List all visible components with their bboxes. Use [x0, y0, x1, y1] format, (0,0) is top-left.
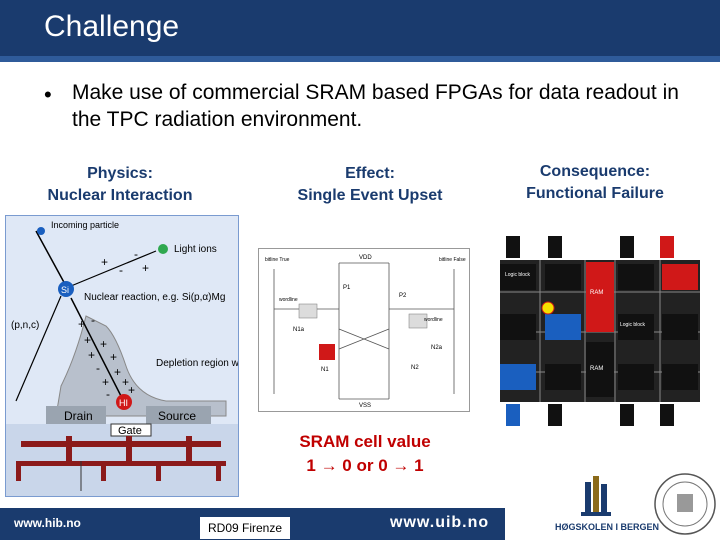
metal-lines — [16, 436, 226, 491]
p1-label: P1 — [343, 285, 351, 291]
slide-title: Challenge — [44, 10, 180, 43]
light-ions-label: Light ions — [174, 244, 217, 255]
vss-label: VSS — [359, 403, 371, 409]
secondary-track — [15, 295, 62, 402]
fpga-diagram: Logic block Logic block RAM RAM — [500, 232, 700, 428]
vdd-label: VDD — [359, 255, 372, 261]
logo-area — [505, 470, 720, 540]
n1a-label: N1a — [293, 327, 305, 333]
svg-text:+: + — [100, 337, 107, 351]
svg-text:+: + — [102, 375, 109, 389]
nuclear-interaction-figure: Drain Source Gate Incoming particle Ligh… — [6, 216, 279, 496]
source-region — [146, 406, 211, 424]
n1-label: N1 — [321, 367, 329, 373]
svg-text:-: - — [91, 313, 95, 327]
svg-text:+: + — [84, 333, 91, 347]
depletion-label: Depletion region with funnel — [156, 358, 238, 369]
heavy-ion-track — [70, 297, 122, 397]
wordline-right-label: wordline — [424, 317, 443, 323]
ram-label-lower: RAM — [590, 366, 603, 372]
effect-heading: Effect: Single Event Upset — [297, 165, 443, 204]
bullet-marker: • — [44, 82, 52, 107]
ram-block-upper — [586, 262, 614, 332]
physics-heading: Physics: Nuclear Interaction — [47, 165, 193, 204]
light-ion-track — [70, 250, 157, 287]
svg-text:-: - — [119, 263, 123, 277]
svg-text:+: + — [101, 255, 108, 269]
gate-label: Gate — [118, 425, 142, 437]
bullet-text: Make use of commercial SRAM based FPGAs … — [72, 81, 679, 131]
svg-text:+: + — [142, 261, 149, 275]
bitline-false-label: bitline False — [439, 257, 466, 263]
svg-text:+: + — [128, 383, 135, 397]
sram-value-line1: SRAM cell value — [299, 432, 431, 451]
incoming-particle-dot — [37, 227, 45, 235]
si-atom — [58, 281, 74, 297]
n2-label: N2 — [411, 365, 419, 371]
si-label: Si — [61, 285, 69, 295]
footer-event-label: RD09 Firenze — [200, 517, 290, 539]
consequence-heading: Consequence: Functional Failure — [526, 163, 664, 202]
svg-text:-: - — [106, 387, 110, 401]
wordline-left-label: wordline — [279, 297, 298, 303]
depletion-funnel — [55, 315, 227, 417]
svg-text:+: + — [78, 317, 85, 331]
svg-text:+: + — [88, 348, 95, 362]
svg-text:+: + — [122, 375, 129, 389]
institution-logos — [581, 473, 716, 535]
bitline-true-label: bitline True — [265, 257, 290, 263]
upset-spark-icon — [541, 301, 555, 315]
incoming-track — [35, 230, 67, 287]
hib-name: HØGSKOLEN I BERGEN — [555, 522, 660, 532]
source-label: Source — [158, 409, 196, 423]
sram-value-line2: 1 → 0 or 0 → 1 — [306, 456, 424, 475]
logic-blocks — [500, 264, 698, 390]
drain-region — [46, 406, 106, 424]
heavy-ion-dot — [116, 394, 132, 410]
sram-circuit-diagram: VDD VSS bitline True bitline False wordl… — [258, 248, 470, 412]
io-pins-bottom — [506, 404, 674, 426]
n2a-transistor — [408, 313, 428, 329]
svg-text:+: + — [114, 365, 121, 379]
io-pins-top — [506, 236, 674, 258]
logic-block-label: Logic block — [505, 272, 531, 278]
ram-block-lower — [586, 342, 614, 397]
pnc-label: (p,n,c) — [11, 320, 39, 331]
sram-circuit-figure: VDD VSS bitline True bitline False wordl… — [265, 255, 466, 409]
title-bar — [0, 0, 720, 56]
hi-label: HI — [119, 398, 128, 408]
drain-label: Drain — [64, 409, 93, 423]
n1a-transistor — [298, 303, 318, 319]
title-strip — [0, 56, 720, 62]
charge-signs: +- ++ ++ -+ ++ -+ — [78, 313, 135, 401]
hib-logo-icon — [581, 476, 611, 516]
footer-uib-url: www.uib.no — [390, 514, 490, 531]
reaction-label: Nuclear reaction, e.g. Si(p,α)Mg — [84, 292, 225, 303]
logic-block-label-2: Logic block — [620, 322, 646, 328]
footer-hib-url: www.hib.no — [14, 516, 81, 530]
svg-text:-: - — [134, 247, 138, 261]
light-ion-dot — [158, 244, 168, 254]
upset-node — [319, 344, 335, 360]
uib-seal-icon — [654, 473, 716, 535]
incoming-label: Incoming particle — [51, 220, 119, 230]
physics-diagram: Drain Source Gate Incoming particle Ligh… — [5, 215, 279, 497]
ram-label-upper: RAM — [590, 290, 603, 296]
p2-label: P2 — [399, 293, 407, 299]
n2a-label: N2a — [431, 345, 443, 351]
fpga-figure: Logic block Logic block RAM RAM — [500, 232, 700, 428]
sram-cell-value: SRAM cell value 1 → 0 or 0 → 1 — [270, 430, 460, 478]
svg-text:+: + — [110, 350, 117, 364]
svg-text:-: - — [96, 361, 100, 375]
